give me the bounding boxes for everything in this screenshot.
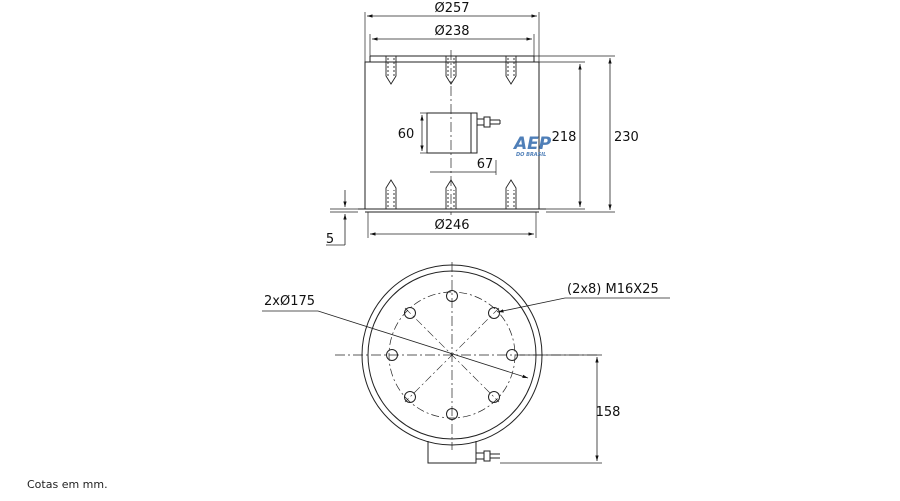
dim-body-height: 218 — [552, 130, 577, 145]
dim-connector-height: 60 — [398, 127, 415, 142]
cable-gland — [477, 116, 501, 128]
dim-threads: (2x8) M16X25 — [567, 282, 659, 297]
units-note: Cotas em mm. — [27, 478, 108, 491]
top-threaded-holes — [385, 56, 517, 85]
logo-text: AEP — [512, 134, 552, 154]
aep-logo: AEP DO BRASIL — [512, 134, 552, 158]
dim-connector-offset: 158 — [596, 405, 621, 420]
connector-housing — [426, 112, 478, 154]
dim-connector-width: 67 — [477, 157, 494, 172]
logo-subtext: DO BRASIL — [516, 152, 546, 158]
dim-base-diameter: Ø246 — [434, 218, 469, 233]
dim-bolt-circle: Ø238 — [434, 24, 469, 39]
top-view — [262, 262, 670, 464]
connector-tab — [427, 441, 477, 464]
dim-pitch-circle: 2xØ175 — [264, 294, 315, 309]
cable-gland-top — [476, 450, 500, 462]
side-view — [326, 12, 615, 246]
dim-total-height: 230 — [614, 130, 639, 145]
dim-base-height: 5 — [326, 232, 334, 247]
bolt-holes — [386, 290, 518, 420]
dimension-labels: Ø257 Ø238 Ø246 218 230 5 60 67 2xØ175 (2… — [264, 1, 659, 420]
bottom-threaded-holes — [385, 179, 517, 209]
dim-outer-diameter: Ø257 — [434, 1, 469, 16]
